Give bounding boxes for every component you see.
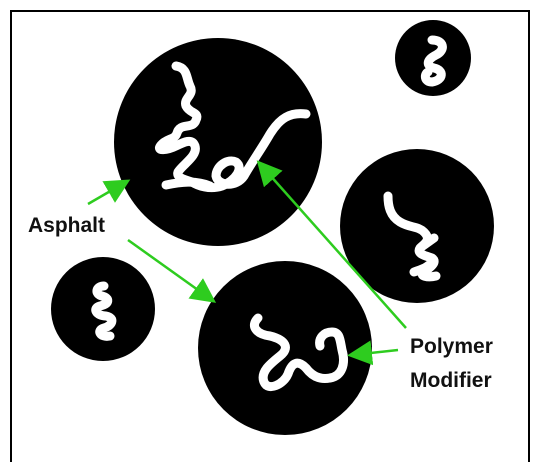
arrow-asphalt-to-bottom xyxy=(127,238,217,303)
polymer-strand-right xyxy=(383,191,441,282)
label-asphalt: Asphalt xyxy=(28,214,105,237)
polymer-strand-large-a xyxy=(155,61,311,193)
polymer-strand-bottom xyxy=(250,313,348,391)
polymer-strand-large-b xyxy=(161,177,215,191)
label-polymer: Polymer xyxy=(410,335,493,358)
asphalt-particle-large xyxy=(114,38,322,246)
arrow-polymer-to-large xyxy=(256,160,407,329)
polymer-strand-left xyxy=(91,281,117,341)
polymer-strand-small-top xyxy=(420,35,447,87)
arrow-polymer-to-bottom xyxy=(347,340,399,366)
label-modifier: Modifier xyxy=(410,369,492,392)
arrow-asphalt-to-large xyxy=(87,179,131,206)
